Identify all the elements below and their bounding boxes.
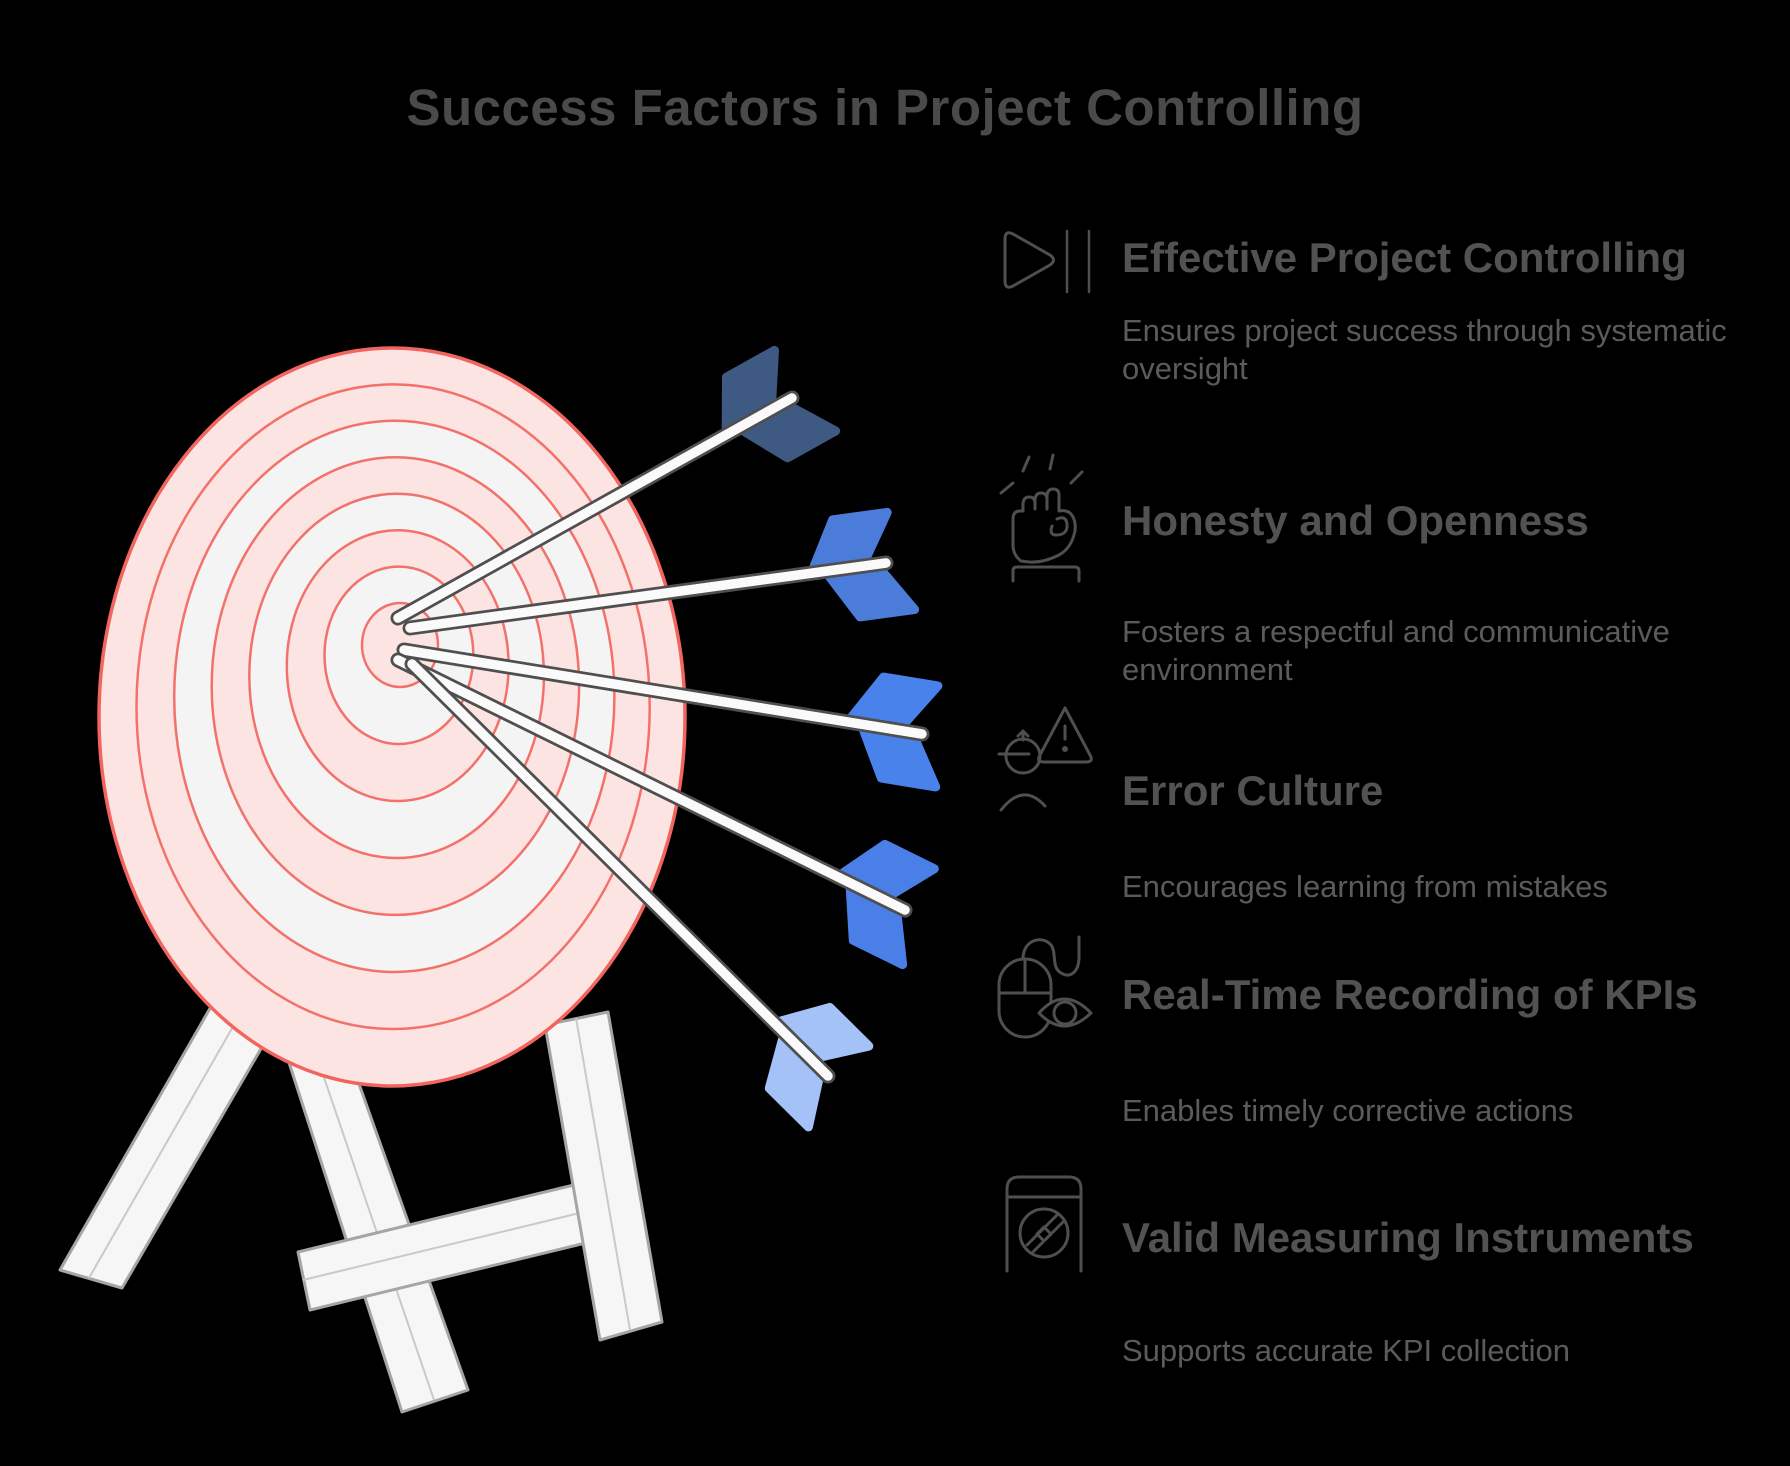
raised-fist-icon — [999, 453, 1084, 583]
item-title: Real-Time Recording of KPIs — [1122, 971, 1698, 1018]
item-title: Honesty and Openness — [1122, 497, 1589, 544]
item-description: Encourages learning from mistakes — [1122, 869, 1608, 904]
arrow-4 — [390, 652, 939, 970]
list-item-real-time-recording: Real-Time Recording of KPIs Enables time… — [1122, 974, 1787, 1130]
list-item-honesty-and-openness: Honesty and Openness Fosters a respectfu… — [1122, 500, 1787, 689]
item-title: Error Culture — [1122, 767, 1384, 814]
list-item-valid-measuring-instruments: Valid Measuring Instruments Supports acc… — [1122, 1217, 1787, 1370]
list-item-error-culture: Error Culture Encourages learning from m… — [1122, 770, 1787, 906]
item-description: Fosters a respectful and communicative e… — [1122, 614, 1670, 687]
person-euro-warning-icon — [997, 706, 1093, 812]
arrow-5 — [404, 656, 874, 1132]
arrows — [390, 345, 943, 1132]
arrow-1 — [390, 345, 841, 626]
list-item-effective-project-controlling: Effective Project Controlling Ensures pr… — [1122, 237, 1787, 388]
arrow-3 — [396, 642, 943, 792]
measuring-device-icon — [1005, 1175, 1083, 1273]
item-description: Enables timely corrective actions — [1122, 1093, 1574, 1128]
arrow-2 — [402, 507, 920, 636]
page-title: Success Factors in Project Controlling — [406, 79, 1364, 136]
item-title: Valid Measuring Instruments — [1122, 1214, 1694, 1261]
item-title: Effective Project Controlling — [1122, 234, 1687, 281]
play-pause-icon — [1003, 229, 1091, 294]
item-description: Supports accurate KPI collection — [1122, 1333, 1571, 1368]
mouse-eye-icon — [997, 935, 1093, 1039]
dartboard — [97, 346, 687, 1088]
item-description: Ensures project success through systemat… — [1122, 313, 1727, 386]
